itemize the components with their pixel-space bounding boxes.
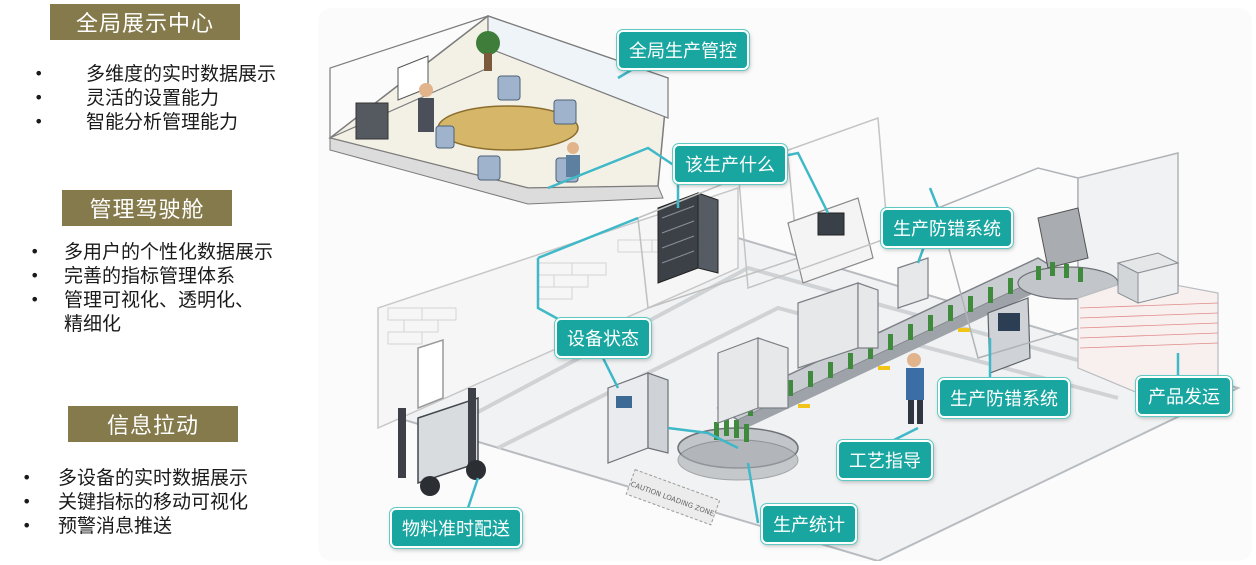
- bullet-icon: •: [22, 492, 32, 511]
- callout-error-proof-bottom: 生产防错系统: [938, 378, 1070, 418]
- section-header-info-pull: 信息拉动: [68, 406, 238, 442]
- callout-what-to-produce: 该生产什么: [673, 144, 787, 184]
- brick-wall: [377, 186, 739, 430]
- control-cabinet: [607, 372, 669, 464]
- bullet-icon: •: [30, 290, 40, 309]
- callout-equipment-status: 设备状态: [555, 318, 651, 358]
- server-rack: [637, 156, 799, 310]
- rotary-table-bottom: [677, 418, 799, 481]
- error-proof-terminal: [987, 297, 1031, 374]
- bullet-icon: •: [34, 64, 44, 83]
- factory-diagram: CAUTION LOADING ZONE 全局生产管控 该生产什么 生产防错系统…: [318, 8, 1252, 561]
- list-item: •多用户的个性化数据展示: [30, 241, 274, 263]
- list-item: •完善的指标管理体系: [30, 265, 236, 287]
- bullet-list-global-display: •多维度的实时数据展示 •灵活的设置能力 •智能分析管理能力: [30, 62, 310, 134]
- bullet-icon: •: [30, 266, 40, 285]
- list-item: •灵活的设置能力: [34, 87, 220, 109]
- callout-shipping: 产品发运: [1136, 376, 1232, 416]
- callout-global-control: 全局生产管控: [617, 30, 749, 70]
- callout-error-proof-top: 生产防错系统: [881, 208, 1013, 248]
- line-worker: [906, 353, 924, 424]
- bullet-list-management-cockpit: •多用户的个性化数据展示 •完善的指标管理体系 •管理可视化、透明化、精细化: [26, 240, 294, 336]
- bullet-icon: •: [22, 468, 32, 487]
- factory-illustration: CAUTION LOADING ZONE: [328, 15, 1241, 561]
- filling-machines: [717, 257, 929, 424]
- list-item: •关键指标的移动可视化: [22, 491, 249, 513]
- list-item: •管理可视化、透明化、精细化: [30, 289, 255, 335]
- callout-material-delivery: 物料准时配送: [390, 508, 522, 548]
- callout-production-stats: 生产统计: [761, 504, 857, 544]
- bullet-icon: •: [34, 112, 44, 131]
- callout-process-guide: 工艺指导: [837, 440, 933, 480]
- bullet-icon: •: [30, 242, 40, 261]
- bullet-list-info-pull: •多设备的实时数据展示 •关键指标的移动可视化 •预警消息推送: [18, 466, 308, 538]
- section-header-management-cockpit: 管理驾驶舱: [62, 190, 232, 226]
- bullet-icon: •: [22, 516, 32, 535]
- operator-desk: [737, 116, 889, 290]
- list-item: •智能分析管理能力: [34, 111, 239, 133]
- shipping-area: [1077, 252, 1219, 394]
- list-item: •多设备的实时数据展示: [22, 467, 249, 489]
- forklift: [398, 388, 486, 496]
- list-item: •预警消息推送: [22, 515, 173, 537]
- list-item: •多维度的实时数据展示: [34, 63, 277, 85]
- section-header-global-display: 全局展示中心: [50, 4, 240, 40]
- control-office: [328, 15, 669, 205]
- bullet-icon: •: [34, 88, 44, 107]
